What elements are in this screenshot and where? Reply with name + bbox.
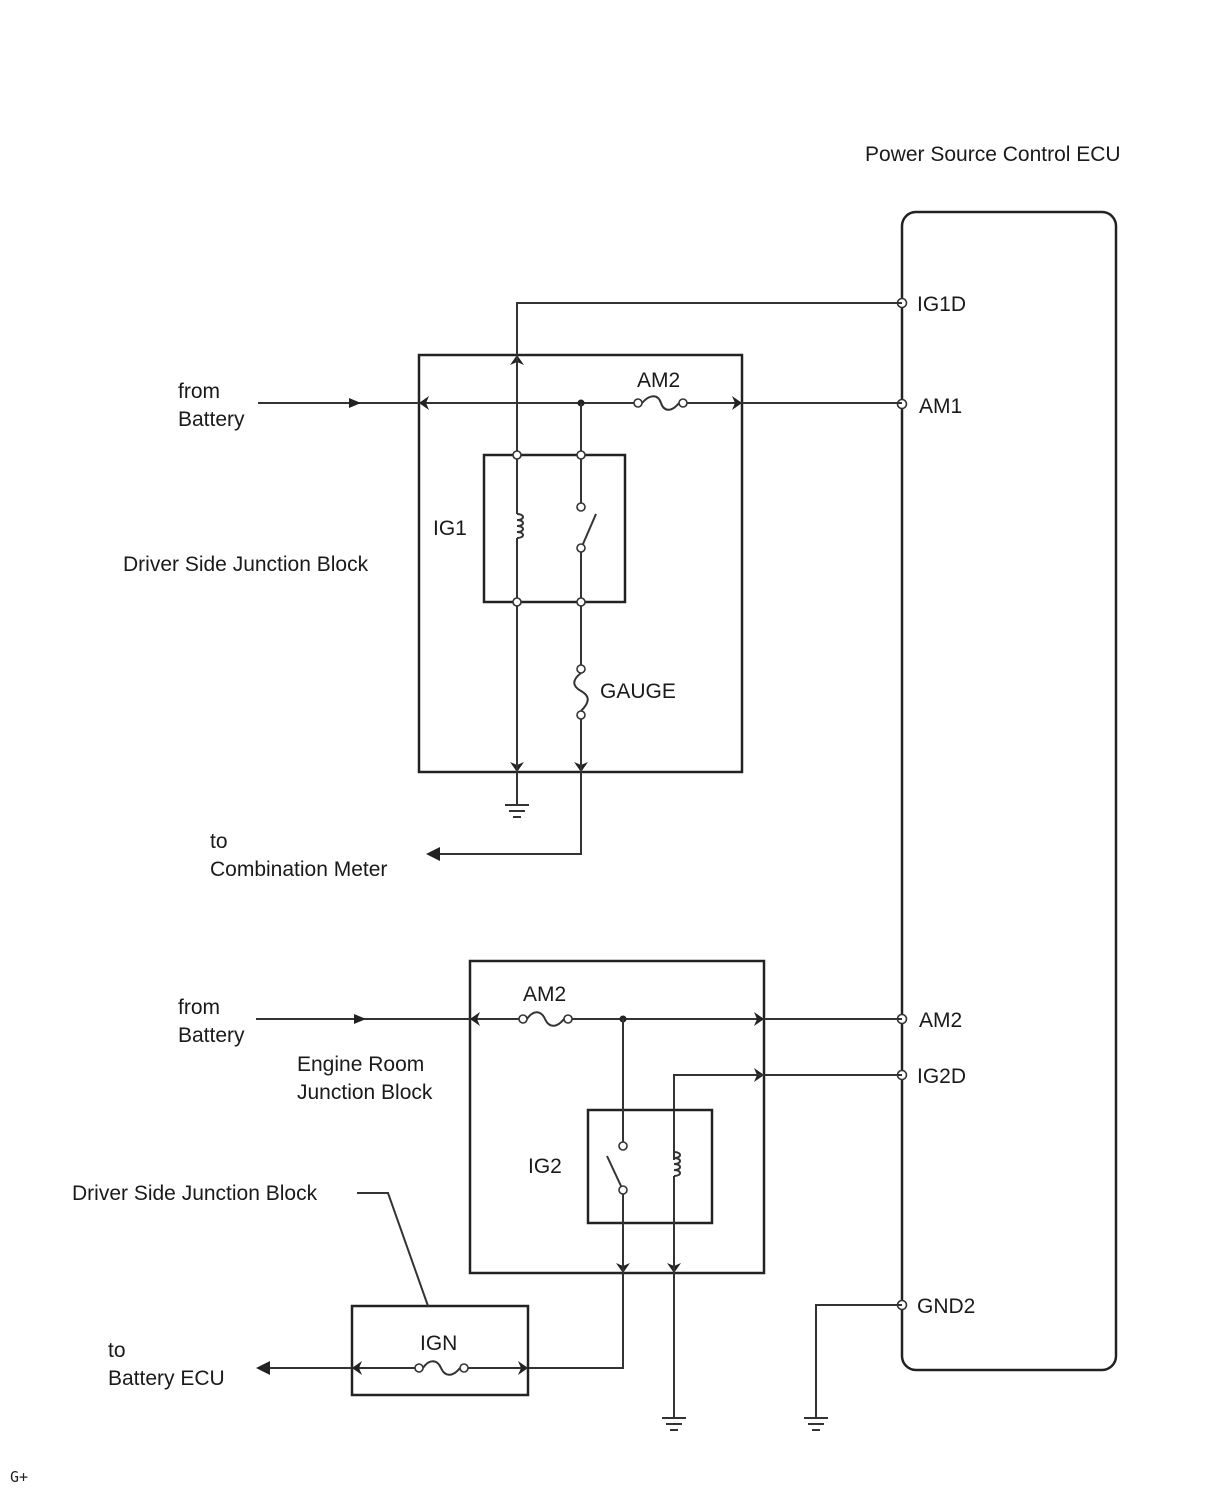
engine-room-jb-label-line1: Engine Room [297, 1053, 424, 1076]
driver-jb-bottom-label: Driver Side Junction Block [72, 1182, 318, 1205]
ground-icon-gnd2 [804, 1417, 828, 1431]
ground-icon-top [505, 804, 529, 818]
ecu-pin-am1-label: AM1 [919, 395, 962, 418]
ig1-coil-icon [516, 459, 524, 598]
from-battery-bottom-line1: from [178, 996, 220, 1019]
fuse-am2-top-label: AM2 [637, 369, 680, 392]
ig2-relay-label: IG2 [528, 1155, 562, 1178]
ecu-pin-am2-label: AM2 [919, 1009, 962, 1032]
ig2-switch-icon [606, 1019, 628, 1195]
fuse-ign-label: IGN [420, 1332, 457, 1355]
ecu-pin-ig2d: IG2D [896, 1065, 966, 1088]
gnd2-wire [815, 1304, 902, 1418]
figure-code: G+ [10, 1468, 29, 1486]
ecu-pin-ig1d-label: IG1D [917, 293, 966, 316]
to-combination-meter-line1: to [210, 830, 228, 853]
ecu-pin-gnd2-label: GND2 [917, 1295, 975, 1318]
fuse-ign [414, 1360, 469, 1376]
driver-jb-top-label: Driver Side Junction Block [123, 553, 369, 576]
ecu-title: Power Source Control ECU [865, 143, 1121, 166]
ig1-switch-icon [576, 459, 597, 598]
conn-ign-right [518, 1361, 528, 1375]
ground-icon-er [662, 1417, 686, 1431]
ig2d-wire [673, 1074, 902, 1160]
ig1d-wire [516, 302, 902, 455]
conn-er-left [470, 1012, 480, 1026]
engine-room-jb-label-line2: Junction Block [297, 1081, 433, 1104]
driver-jb-bottom-box [350, 1304, 530, 1397]
fuse-am2-engine-room [518, 1011, 573, 1027]
engine-room-jb-box [468, 959, 766, 1275]
ign-feed-wire [528, 1273, 624, 1369]
conn-top-right [732, 396, 742, 410]
ecu-pin-gnd2: GND2 [896, 1295, 975, 1318]
ecu-box [900, 210, 1118, 1372]
ecu-pin-am1: AM1 [896, 395, 962, 418]
to-battery-ecu-line2: Battery ECU [108, 1367, 225, 1390]
ig2-relay-box [586, 1108, 714, 1225]
fuse-gauge [573, 664, 589, 720]
ig2-coil-icon [673, 1151, 681, 1273]
to-battery-ecu-line1: to [108, 1339, 126, 1362]
ecu-pin-ig1d: IG1D [896, 293, 966, 316]
conn-ign-left [352, 1361, 362, 1375]
ig1-relay-label: IG1 [433, 517, 467, 540]
from-battery-bottom-line2: Battery [178, 1024, 245, 1047]
fuse-am2-engine-room-label: AM2 [523, 983, 566, 1006]
ecu-pin-am2: AM2 [896, 1009, 962, 1032]
fuse-am2-top [633, 395, 688, 411]
conn-top-left [419, 396, 429, 410]
ecu-pin-ig2d-label: IG2D [917, 1065, 966, 1088]
conn-er-right-am2 [754, 1012, 764, 1026]
to-combination-meter-line2: Combination Meter [210, 858, 387, 881]
combination-meter-wire [440, 772, 582, 855]
battery-ecu-arrow [256, 1361, 270, 1375]
from-battery-top-line1: from [178, 380, 220, 403]
combination-meter-arrow [426, 847, 440, 861]
fuse-gauge-label: GAUGE [600, 680, 676, 703]
ig1-relay-box [482, 453, 627, 604]
driver-jb-bottom-leader [357, 1192, 429, 1307]
from-battery-top-line2: Battery [178, 408, 245, 431]
